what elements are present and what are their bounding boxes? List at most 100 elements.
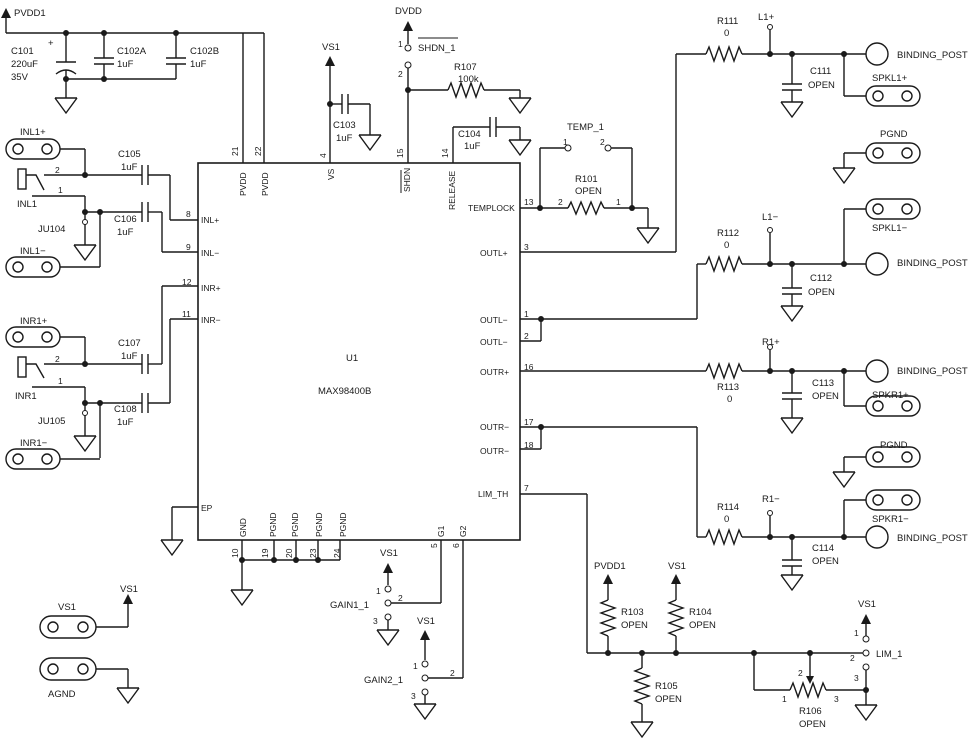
res-val: OPEN — [575, 186, 602, 197]
ic-body — [197, 162, 521, 541]
net-label: VS1 — [668, 561, 686, 572]
lim-th-network: PVDD1 R103 OPEN VS1 R104 OPEN R105 OPEN … — [520, 493, 902, 738]
pin-name: TEMPLOCK — [468, 203, 515, 213]
pin-label: 1 — [376, 586, 381, 596]
pin-num: 1 — [524, 309, 529, 319]
cap-val: 1uF — [336, 133, 353, 144]
output-r-minus: R114 0 R1− C114 OPEN BINDING_POST SPKR1− — [520, 424, 968, 591]
pin-name: OUTR+ — [480, 367, 509, 377]
res-val: 0 — [724, 514, 729, 525]
pin-num: 13 — [524, 197, 534, 207]
res-val: OPEN — [799, 719, 826, 730]
conn-label: INR1− — [20, 438, 48, 449]
pin-name: G2 — [458, 525, 468, 537]
pin-name: G1 — [436, 525, 446, 537]
pin-label: 3 — [373, 616, 378, 626]
res-ref: R104 — [689, 607, 712, 618]
pin-num: 22 — [253, 146, 263, 156]
pin-label: 2 — [798, 668, 803, 678]
net-label: PGND — [880, 129, 908, 140]
ic-right-pins: TEMPLOCK OUTL+ OUTL− OUTL− OUTR+ OUTR− O… — [468, 197, 534, 499]
test-point: R1− — [762, 494, 780, 505]
input-left: INL1+ 2 1 INL1 JU104 C105 1uF — [5, 127, 198, 278]
test-point: L1+ — [758, 12, 775, 23]
pin-label: 2 — [55, 354, 60, 364]
pin-name: PVDD — [260, 172, 270, 196]
conn-label: INR1+ — [20, 316, 48, 327]
pin-num: 14 — [440, 148, 450, 158]
pin-name: PVDD — [238, 172, 248, 196]
cap-val: 1uF — [117, 59, 134, 70]
pin-name: RELEASE — [447, 170, 457, 210]
cap-val: 220uF — [11, 59, 38, 70]
res-ref: R111 — [717, 16, 738, 27]
jumper-label: LIM_1 — [876, 649, 902, 660]
pin-num: 16 — [524, 362, 534, 372]
cap-ref: C104 — [458, 129, 481, 140]
pin-name: INR+ — [201, 283, 221, 293]
vs1-cap: VS1 C103 1uF — [322, 42, 382, 163]
conn-label: SPKR1− — [872, 514, 909, 525]
cap-val: 1uF — [117, 227, 134, 238]
conn-label: INL1 — [17, 199, 37, 210]
pin-label: 1 — [616, 197, 621, 207]
net-label: VS1 — [417, 616, 435, 627]
res-ref: R105 — [655, 681, 678, 692]
jumper-label: GAIN1_1 — [330, 600, 369, 611]
pin-num: 24 — [332, 548, 342, 558]
cap-val: OPEN — [808, 80, 835, 91]
res-ref: R113 — [717, 382, 739, 393]
cap-val: OPEN — [812, 391, 839, 402]
cap-ref: C103 — [333, 120, 356, 131]
pin-name: SHDN — [402, 168, 412, 192]
pvdd-rail: PVDD1 + C101 220uF 35V C102A 1uF C102B 1… — [1, 8, 265, 163]
cap-val: 1uF — [117, 417, 134, 428]
net-label: PVDD1 — [14, 8, 46, 19]
cap-ref: C108 — [114, 404, 137, 415]
conn-label: INL1− — [20, 246, 46, 257]
cap-ref: C101 — [11, 46, 34, 57]
pin-num: 23 — [308, 548, 318, 558]
svg-text:+: + — [48, 38, 54, 49]
vs1-connector: VS1 VS1 — [39, 584, 138, 639]
pin-num: 8 — [186, 209, 191, 219]
jumper-label: TEMP_1 — [567, 122, 604, 133]
res-val: OPEN — [621, 620, 648, 631]
ic-part: MAX98400B — [318, 386, 371, 397]
cap-val: 35V — [11, 72, 29, 83]
pin-num: 9 — [186, 242, 191, 252]
pin-name: INL+ — [201, 215, 219, 225]
pin-label: 1 — [413, 661, 418, 671]
net-label: VS1 — [120, 584, 138, 595]
output-r-plus: R113 0 R1+ C113 OPEN BINDING_POST SPKR1+ — [520, 337, 968, 434]
binding-post: BINDING_POST — [897, 50, 968, 61]
pin-num: 2 — [524, 331, 529, 341]
conn-label: INL1+ — [20, 127, 46, 138]
net-label: DVDD — [395, 6, 422, 17]
jumper-label: SHDN_1 — [418, 43, 456, 54]
shdn-section: DVDD 1 2 SHDN_1 R107 100k — [395, 6, 532, 163]
conn-label: SPKL1+ — [872, 73, 908, 84]
pin-num: 12 — [182, 277, 192, 287]
cap-ref: C112 — [810, 273, 832, 284]
temp-section: TEMP_1 1 2 R101 OPEN 2 1 — [520, 122, 660, 244]
pin-label: 2 — [850, 653, 855, 663]
cap-val: 1uF — [190, 59, 207, 70]
release-cap: C104 1uF — [452, 117, 532, 163]
binding-post: BINDING_POST — [897, 533, 968, 544]
cap-val: OPEN — [812, 556, 839, 567]
pin-label: 2 — [558, 197, 563, 207]
pin-name: PGND — [268, 512, 278, 537]
gain1-jumper: VS1 1 2 3 GAIN1_1 — [330, 540, 442, 646]
jumper-label: GAIN2_1 — [364, 675, 403, 686]
cap-val: OPEN — [808, 287, 835, 298]
ep-ground — [160, 506, 198, 556]
pin-label: 2 — [450, 668, 455, 678]
net-label: VS1 — [322, 42, 340, 53]
bottom-grounds — [230, 540, 341, 606]
cap-val: 1uF — [121, 351, 138, 362]
res-val: 0 — [727, 394, 732, 405]
pin-name: LIM_TH — [478, 489, 508, 499]
pin-num: 4 — [318, 153, 328, 158]
